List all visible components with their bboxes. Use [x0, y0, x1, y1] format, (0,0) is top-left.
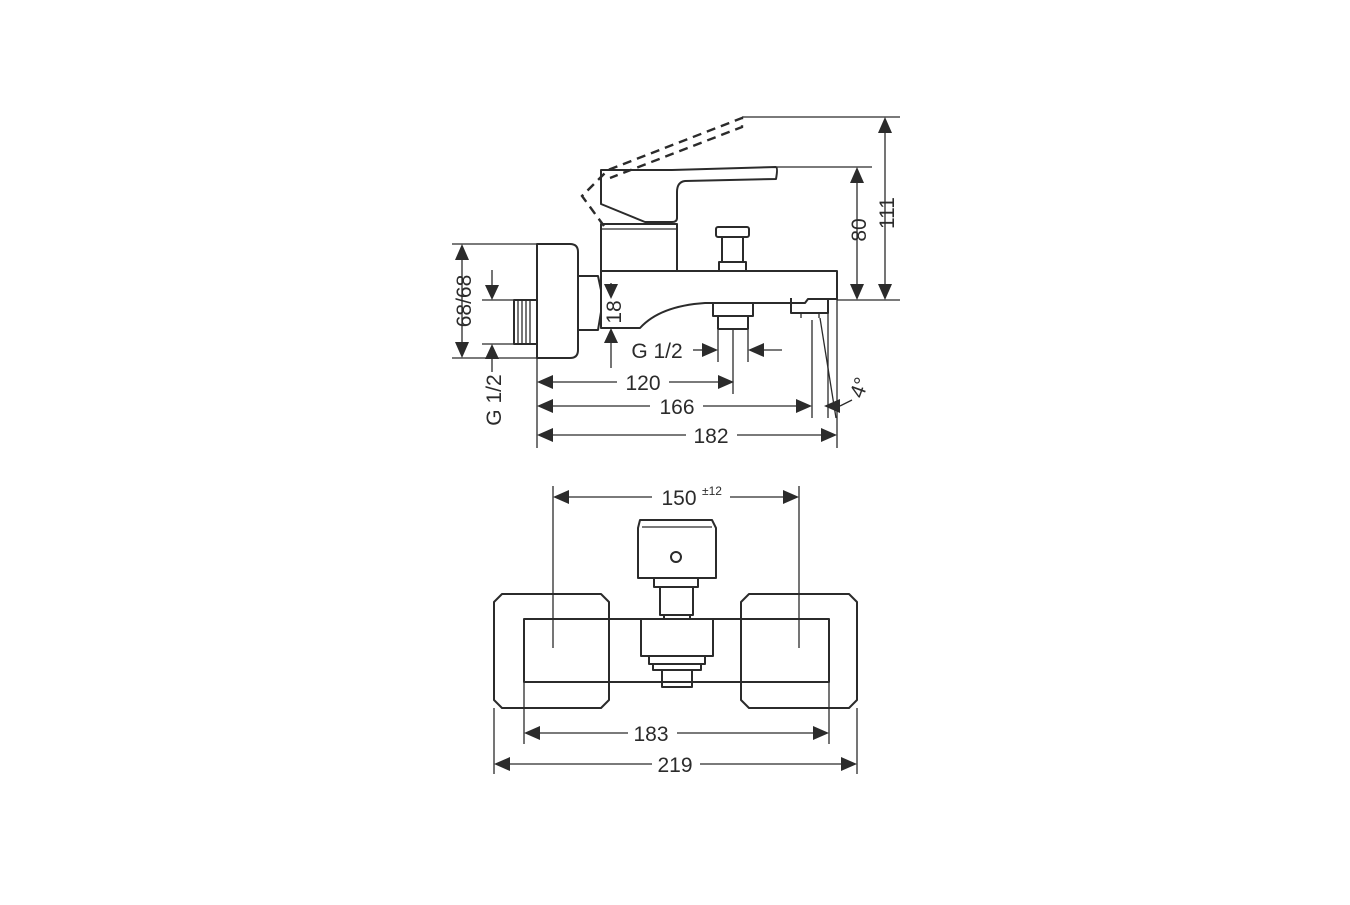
- centre-collar: [640, 618, 714, 657]
- wall-plate-left: [493, 593, 610, 709]
- dim-outlet-angle: 4°: [846, 374, 874, 401]
- dim-spout-reach: 166: [659, 396, 694, 419]
- dim-outlet-position: 120: [625, 372, 660, 395]
- wall-escutcheon: [536, 243, 579, 359]
- dim-body-width: 183: [633, 723, 668, 746]
- mixer-body-front: [523, 618, 830, 683]
- wall-plate-right: [740, 593, 858, 709]
- lever-screw-hole: [670, 551, 682, 563]
- lever-handle: [600, 166, 778, 223]
- dim-inlet-thread: G 1/2: [483, 374, 506, 425]
- cartridge-housing: [600, 223, 678, 272]
- dim-height-spout: 80: [848, 218, 871, 241]
- outlet-bottom: [661, 669, 693, 688]
- lever-raised-outline: [580, 116, 744, 227]
- outlet-aerator: [712, 302, 754, 317]
- hex-nut: [577, 275, 602, 331]
- dim-height-overall: 111: [876, 197, 899, 229]
- spout-nozzle: [790, 298, 829, 314]
- dim-total-width: 219: [657, 754, 692, 777]
- dim-wall-depth: 68/68: [453, 275, 476, 328]
- lever-cap: [637, 519, 717, 579]
- dim-total-depth: 182: [693, 425, 728, 448]
- cartridge-stem: [659, 586, 694, 616]
- diverter-knob: [715, 226, 750, 238]
- dim-centre-tolerance: ±12: [702, 484, 722, 498]
- front-view: 150 ±12 183 219: [493, 484, 858, 777]
- dim-outlet-thread: G 1/2: [631, 340, 682, 363]
- dim-centre-distance: 150: [661, 487, 696, 510]
- side-view: 111 80 68/68 G 1/2 18 G 1/2: [452, 116, 900, 448]
- mixer-body: [600, 270, 838, 329]
- dim-spout-thickness: 18: [603, 300, 626, 323]
